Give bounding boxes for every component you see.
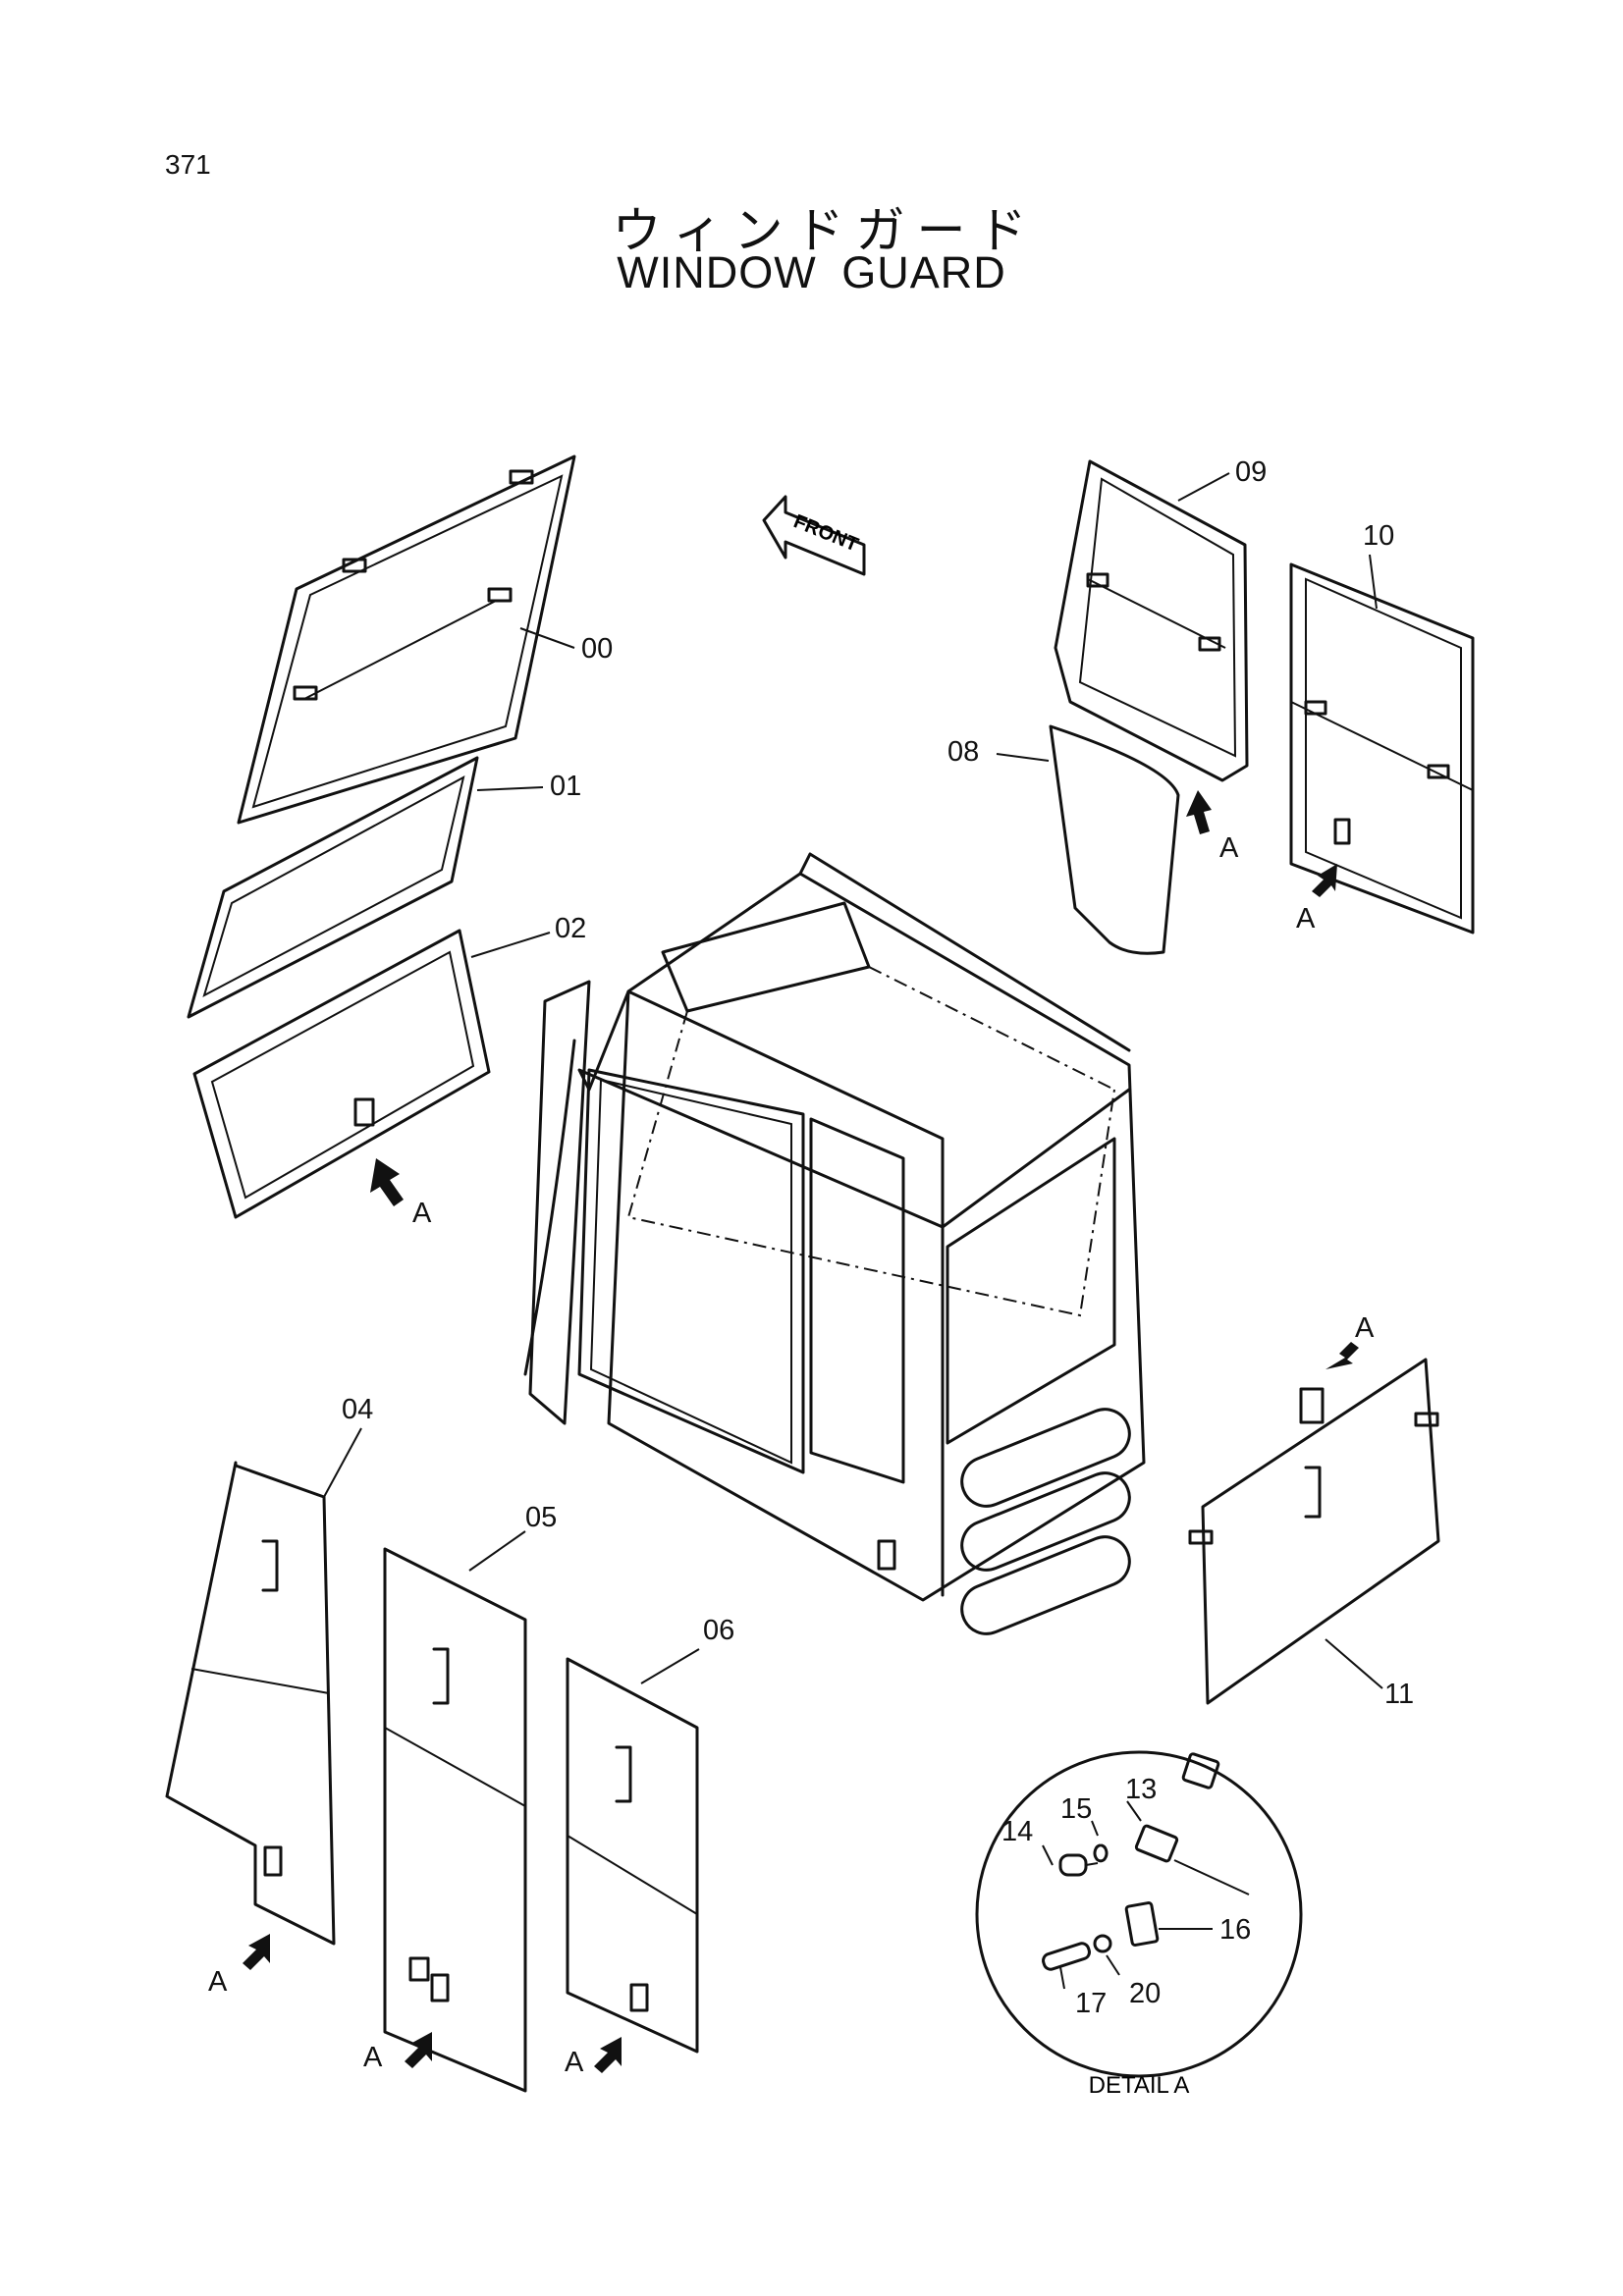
part-11-side-guard: 11 A bbox=[1188, 1312, 1440, 1710]
label-14: 14 bbox=[1001, 1816, 1033, 1847]
detail-a-hardware: 13 14 15 16 17 20 DETAIL A bbox=[975, 1750, 1303, 2099]
label-15: 15 bbox=[1060, 1793, 1092, 1825]
arrow-label-a-06: A bbox=[565, 2047, 584, 2078]
part-00-roof-guard: 00 bbox=[237, 454, 613, 825]
label-13: 13 bbox=[1125, 1774, 1157, 1805]
page-title-english: WINDOW GUARD bbox=[617, 247, 1006, 297]
detail-a-caption: DETAIL A bbox=[1089, 2072, 1190, 2099]
label-17: 17 bbox=[1075, 1988, 1107, 2019]
page-number: 371 bbox=[165, 149, 211, 180]
arrow-label-a-09: A bbox=[1219, 832, 1239, 864]
part-02-front-lower-guard: 02 A bbox=[192, 913, 586, 1229]
arrow-label-a-10: A bbox=[1296, 903, 1316, 934]
label-06: 06 bbox=[703, 1615, 734, 1646]
cab-body bbox=[523, 852, 1146, 1635]
part-06-side-panel: 06 A bbox=[565, 1615, 734, 2078]
label-04: 04 bbox=[342, 1394, 373, 1425]
label-16: 16 bbox=[1219, 1914, 1251, 1946]
label-10: 10 bbox=[1363, 520, 1394, 552]
part-04-side-panel: 04 A bbox=[165, 1394, 373, 1998]
label-20: 20 bbox=[1129, 1978, 1161, 2009]
label-09: 09 bbox=[1235, 456, 1267, 488]
part-05-side-panel: 05 A bbox=[363, 1502, 557, 2093]
part-08-rear-panel: 08 bbox=[947, 724, 1180, 955]
page-title-japanese: ウィンドガード bbox=[612, 202, 1039, 259]
label-08: 08 bbox=[947, 736, 979, 768]
arrow-label-a-02: A bbox=[412, 1198, 432, 1229]
arrow-label-a-05: A bbox=[363, 2042, 383, 2073]
label-01: 01 bbox=[550, 771, 581, 802]
label-11: 11 bbox=[1384, 1679, 1414, 1710]
label-02: 02 bbox=[555, 913, 586, 944]
front-direction-marker: FRONT bbox=[762, 495, 866, 576]
part-09-rear-guard: 09 A bbox=[1054, 456, 1267, 864]
part-01-front-upper-guard: 01 bbox=[187, 756, 581, 1019]
label-00: 00 bbox=[581, 633, 613, 665]
arrow-label-a-11: A bbox=[1355, 1312, 1375, 1344]
label-05: 05 bbox=[525, 1502, 557, 1533]
arrow-label-a-04: A bbox=[208, 1966, 228, 1998]
part-10-rear-guard: 10 A bbox=[1289, 520, 1475, 934]
